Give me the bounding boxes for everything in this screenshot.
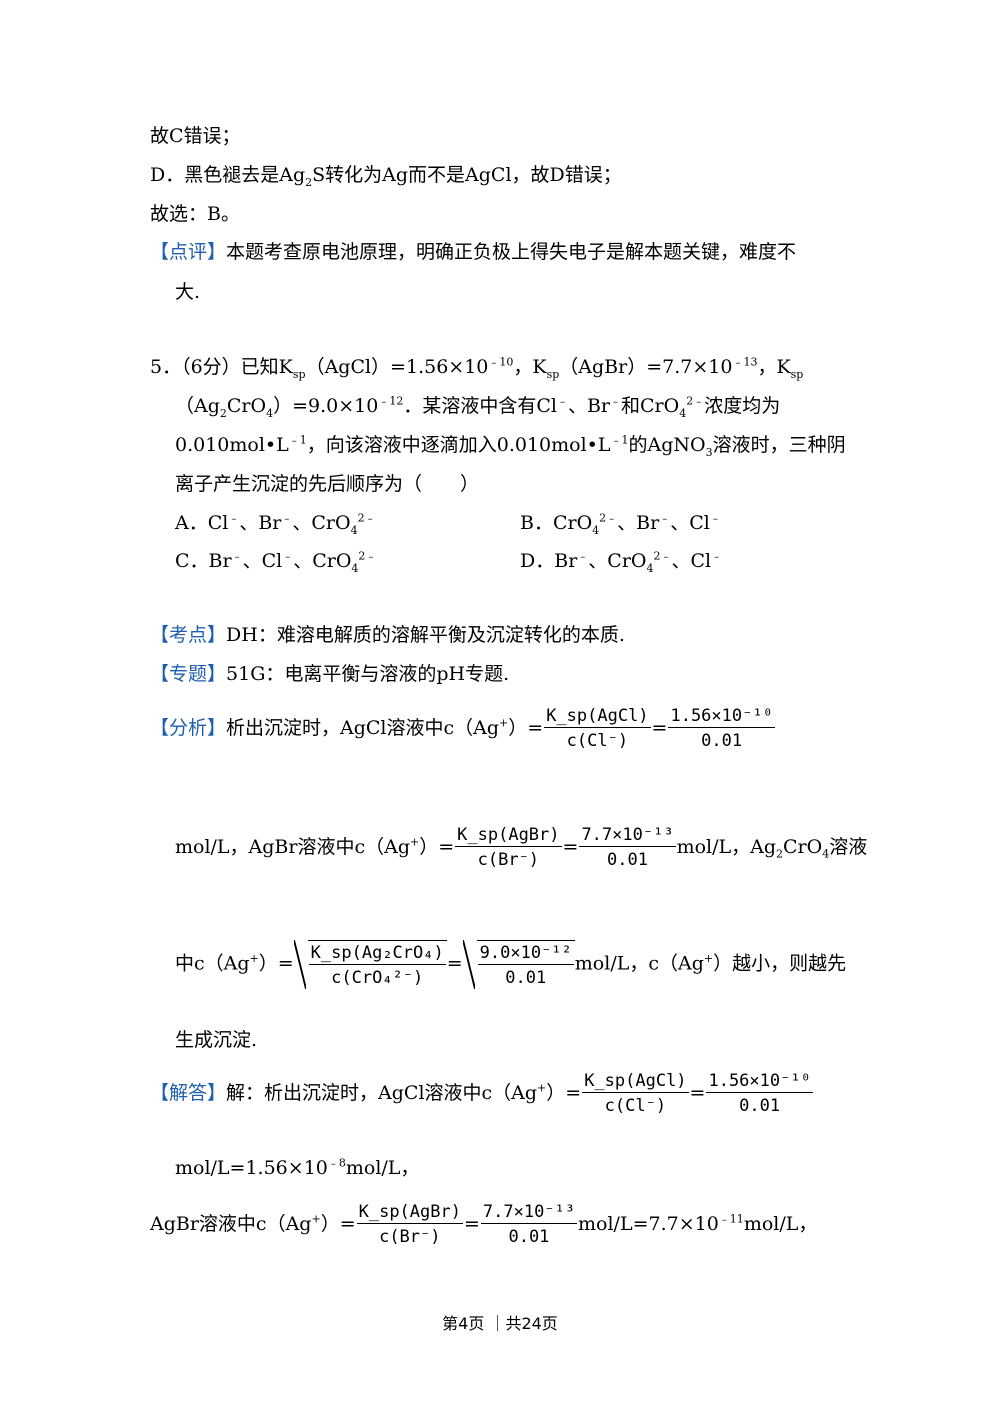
analysis-line: 【分析】析出沉淀时，AgCl溶液中c（Ag+）=K_sp(AgCl)c(Cl⁻)… <box>150 706 775 752</box>
kaodian-tag: 【考点】 <box>150 624 227 646</box>
text-line: 大. <box>175 281 201 303</box>
formula-fraction: K_sp(AgBr)c(Br⁻) <box>356 1202 463 1248</box>
comment-paragraph: 【点评】本题考查原电池原理，明确正负极上得失电子是解本题关键，难度不 <box>150 241 797 263</box>
option-b: B．CrO42﹣、Br﹣、Cl﹣ <box>520 511 721 537</box>
question-line: （Ag2CrO4）=9.0×10﹣12．某溶液中含有Cl﹣、Br﹣和CrO42﹣… <box>175 394 781 420</box>
analysis-line: mol/L，AgBr溶液中c（Ag+）=K_sp(AgBr)c(Br⁻)=7.7… <box>175 825 868 871</box>
kaodian-line: 【考点】DH：难溶电解质的溶解平衡及沉淀转化的本质. <box>150 624 625 646</box>
text-line: 生成沉淀. <box>175 1029 258 1051</box>
formula-fraction: K_sp(AgBr)c(Br⁻) <box>455 825 562 871</box>
solution-line: 【解答】解：析出沉淀时，AgCl溶液中c（Ag+）=K_sp(AgCl)c(Cl… <box>150 1071 813 1117</box>
formula-fraction: K_sp(AgCl)c(Cl⁻) <box>544 706 651 752</box>
text-line: 故C错误； <box>150 125 241 147</box>
formula-fraction: K_sp(AgCl)c(Cl⁻) <box>582 1071 689 1117</box>
question-line: 0.010mol•L﹣1，向该溶液中逐滴加入0.010mol•L﹣1的AgNO3… <box>175 433 846 459</box>
formula-fraction: K_sp(Ag₂CrO₄)c(CrO₄²⁻) <box>308 943 446 989</box>
sqrt-expression: K_sp(Ag₂CrO₄)c(CrO₄²⁻) <box>293 940 447 989</box>
option-a: A．Cl﹣、Br﹣、CrO42﹣ <box>175 511 376 537</box>
analysis-line: 中c（Ag+）=K_sp(Ag₂CrO₄)c(CrO₄²⁻)=9.0×10⁻¹²… <box>175 940 846 989</box>
option-c: C．Br﹣、Cl﹣、CrO42﹣ <box>175 549 377 575</box>
solution-line: AgBr溶液中c（Ag+）=K_sp(AgBr)c(Br⁻)=7.7×10⁻¹³… <box>150 1202 818 1248</box>
text-line: mol/L=1.56×10﹣8mol/L， <box>175 1156 420 1179</box>
option-d: D．Br﹣、CrO42﹣、Cl﹣ <box>520 549 723 575</box>
text-line: D．黑色褪去是Ag2S转化为Ag而不是AgCl，故D错误； <box>150 164 622 189</box>
analysis-tag: 【分析】 <box>150 716 227 739</box>
text-line: 故选：B。 <box>150 203 240 225</box>
comment-tag: 【点评】 <box>150 241 227 263</box>
page-footer: 第4页 ｜共24页 <box>442 1314 558 1333</box>
zhuanti-tag: 【专题】 <box>150 663 227 685</box>
solution-tag: 【解答】 <box>150 1081 227 1104</box>
zhuanti-line: 【专题】51G：电离平衡与溶液的pH专题. <box>150 663 510 685</box>
question-line: 离子产生沉淀的先后顺序为（ ） <box>175 473 480 495</box>
question-line: 5．（6分）已知Ksp（AgCl）=1.56×10﹣10，Ksp（AgBr）=7… <box>150 355 804 381</box>
